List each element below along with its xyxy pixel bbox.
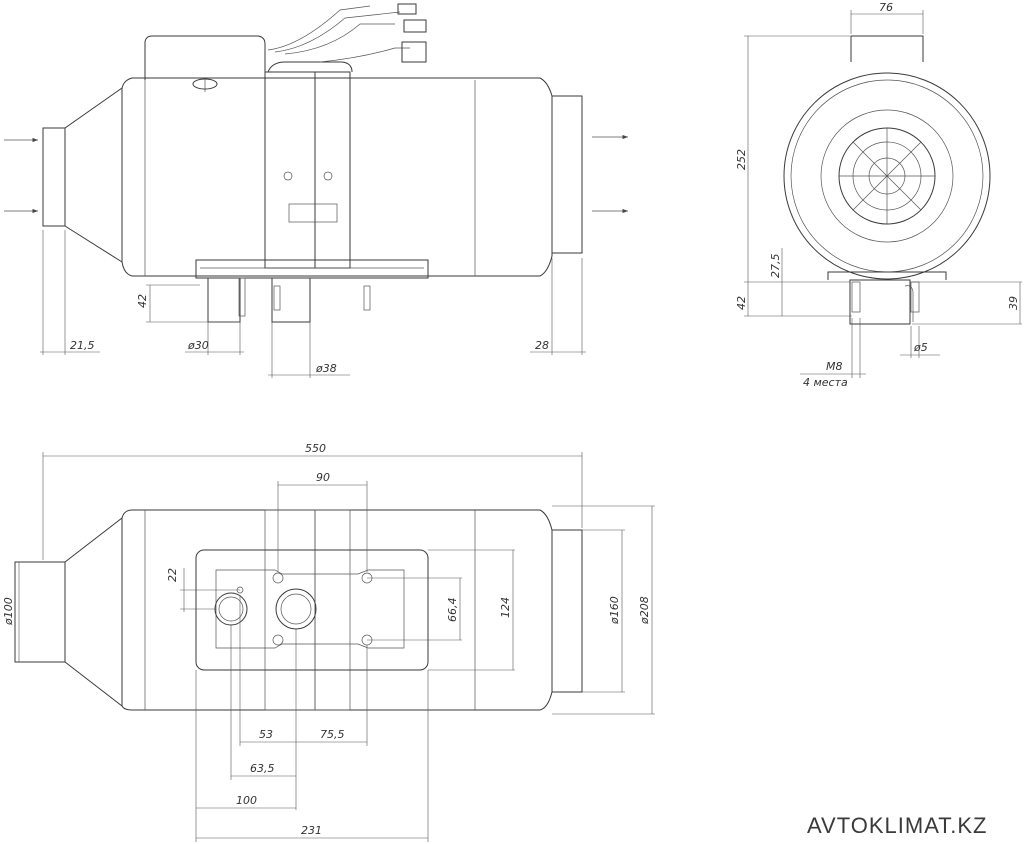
top-dim-53: 53 xyxy=(259,728,273,741)
top-dim-100: 100 xyxy=(236,794,257,807)
top-dim-63-5: 63,5 xyxy=(250,762,275,775)
top-dim-22: 22 xyxy=(166,568,179,582)
side-dim-d30: ø30 xyxy=(187,339,209,352)
top-dim-231: 231 xyxy=(301,824,322,837)
end-dim-39: 39 xyxy=(1007,296,1020,310)
side-dim-28: 28 xyxy=(535,339,549,352)
top-dim-550: 550 xyxy=(305,442,326,455)
end-dim-42: 42 xyxy=(735,296,748,310)
top-dim-90: 90 xyxy=(316,471,330,484)
top-dim-124: 124 xyxy=(499,597,512,618)
top-dim-d208: ø208 xyxy=(638,596,651,625)
watermark-text: AVTOKLIMAT.KZ xyxy=(807,813,987,838)
end-dim-m8-note: 4 места xyxy=(803,376,848,389)
end-dim-27-5: 27,5 xyxy=(769,254,782,279)
end-dim-76: 76 xyxy=(879,1,893,14)
top-dim-66-4: 66,4 xyxy=(446,598,459,623)
top-dim-75-5: 75,5 xyxy=(320,728,345,741)
side-dim-21-5: 21,5 xyxy=(70,339,95,352)
end-dim-252: 252 xyxy=(735,149,748,170)
end-dim-m8: M8 xyxy=(826,360,843,373)
side-view: 42 21,5 ø30 ø38 28 xyxy=(4,3,628,378)
side-dim-d38: ø38 xyxy=(315,362,337,375)
top-dim-d100: ø100 xyxy=(2,597,15,626)
side-dim-42: 42 xyxy=(136,294,149,308)
top-dim-d160: ø160 xyxy=(608,596,621,625)
top-view: 550 90 22 ø100 66,4 124 ø160 ø208 53 75,… xyxy=(2,442,655,842)
end-view: 76 252 27,5 42 39 ø5 M8 4 места xyxy=(735,1,1022,389)
end-dim-d5: ø5 xyxy=(913,341,928,354)
